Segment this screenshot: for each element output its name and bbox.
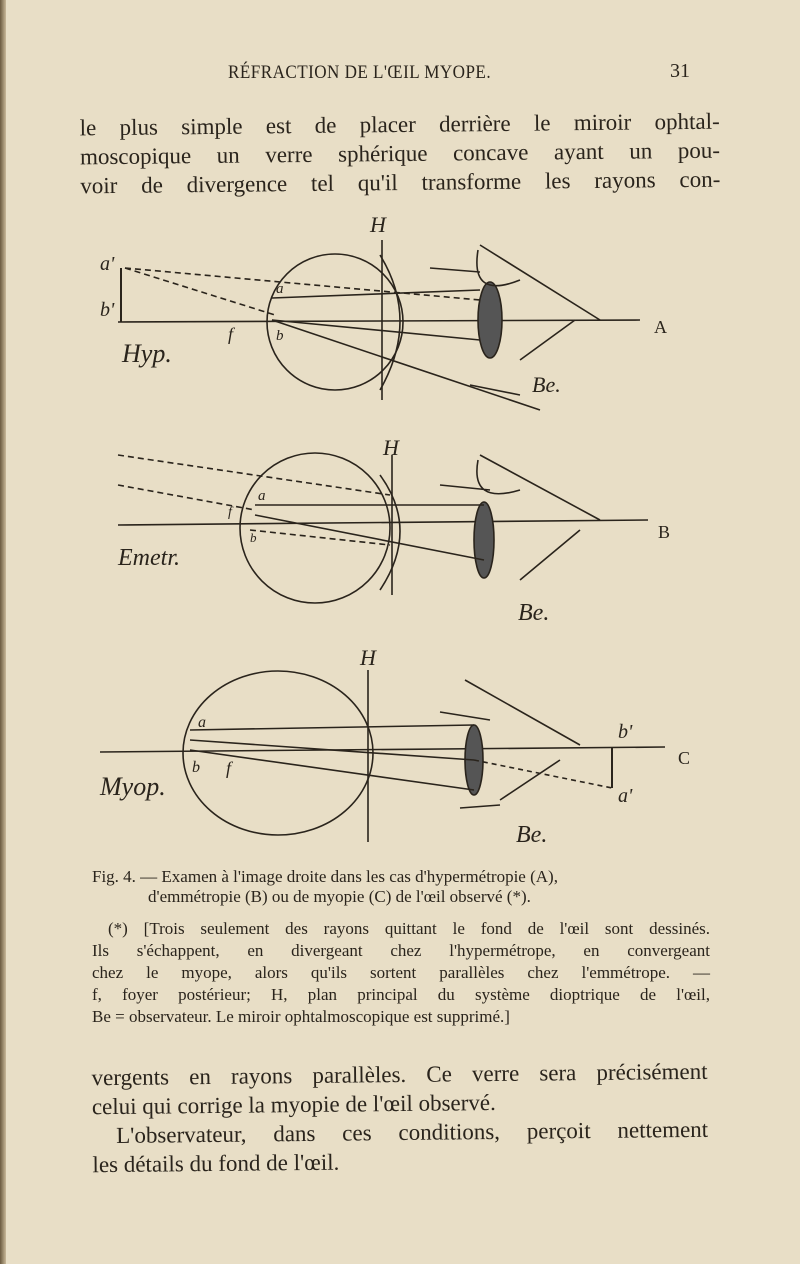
caption-line: Fig. 4. — Examen à l'image droite dans l… [92, 867, 558, 886]
label-b: b [250, 530, 257, 545]
bottom-paragraph: vergents en rayons parallèles. Ce verre … [91, 1057, 708, 1179]
label-be: Be. [516, 822, 547, 848]
label-a: a [258, 488, 266, 504]
label-h: H [369, 212, 387, 237]
label-h: H [382, 435, 400, 460]
footnote-line: (*) [Trois seulement des rayons quittant… [108, 919, 710, 938]
label-f: f [226, 758, 234, 778]
text-line: les détails du fond de l'œil. [92, 1149, 340, 1178]
page-number: 31 [670, 60, 690, 82]
label-be: Be. [532, 372, 561, 397]
diagram-a: a' b' H a b f Hyp. Be. A [100, 212, 667, 411]
label-a: a [276, 281, 284, 297]
label-B: B [658, 522, 670, 542]
label-A: A [654, 317, 667, 337]
label-f: f [228, 505, 234, 520]
label-b-prime: b' [100, 299, 115, 321]
label-h: H [359, 645, 377, 670]
footnote-line: f, foyer postérieur; H, plan principal d… [92, 985, 710, 1004]
figure-4: a' b' H a b f Hyp. Be. A H a b f Emetr. … [99, 212, 690, 848]
label-a: a [198, 714, 206, 731]
eye-a [266, 253, 404, 391]
label-C: C [678, 748, 690, 768]
diagram-c: H a b f b' a' Myop. Be. C [99, 645, 690, 848]
label-myop: Myop. [99, 772, 166, 801]
caption-line: d'emmétropie (B) ou de myopie (C) de l'œ… [148, 887, 531, 906]
footnote-line: Ils s'échappent, en divergeant chez l'hy… [92, 941, 710, 960]
footnote-line: Be = observateur. Le miroir ophtalmoscop… [92, 1007, 510, 1026]
label-f: f [228, 324, 236, 344]
eye-b [239, 452, 391, 604]
label-b-prime: b' [618, 721, 633, 743]
label-emetr: Emetr. [117, 545, 180, 571]
label-be: Be. [518, 600, 549, 626]
label-b: b [192, 759, 200, 776]
page-edge [0, 0, 6, 1264]
running-title: RÉFRACTION DE L'ŒIL MYOPE. [228, 62, 492, 83]
footnote: (*) [Trois seulement des rayons quittant… [92, 918, 710, 1028]
footnote-line: chez le myope, alors qu'ils sortent para… [92, 963, 710, 982]
label-a-prime: a' [100, 253, 115, 275]
label-b: b [276, 328, 284, 344]
label-hyp: Hyp. [121, 339, 172, 368]
figure-caption: Fig. 4. — Examen à l'image droite dans l… [92, 867, 712, 907]
diagram-b: H a b f Emetr. Be. B [117, 435, 670, 626]
label-a-prime: a' [618, 785, 633, 807]
